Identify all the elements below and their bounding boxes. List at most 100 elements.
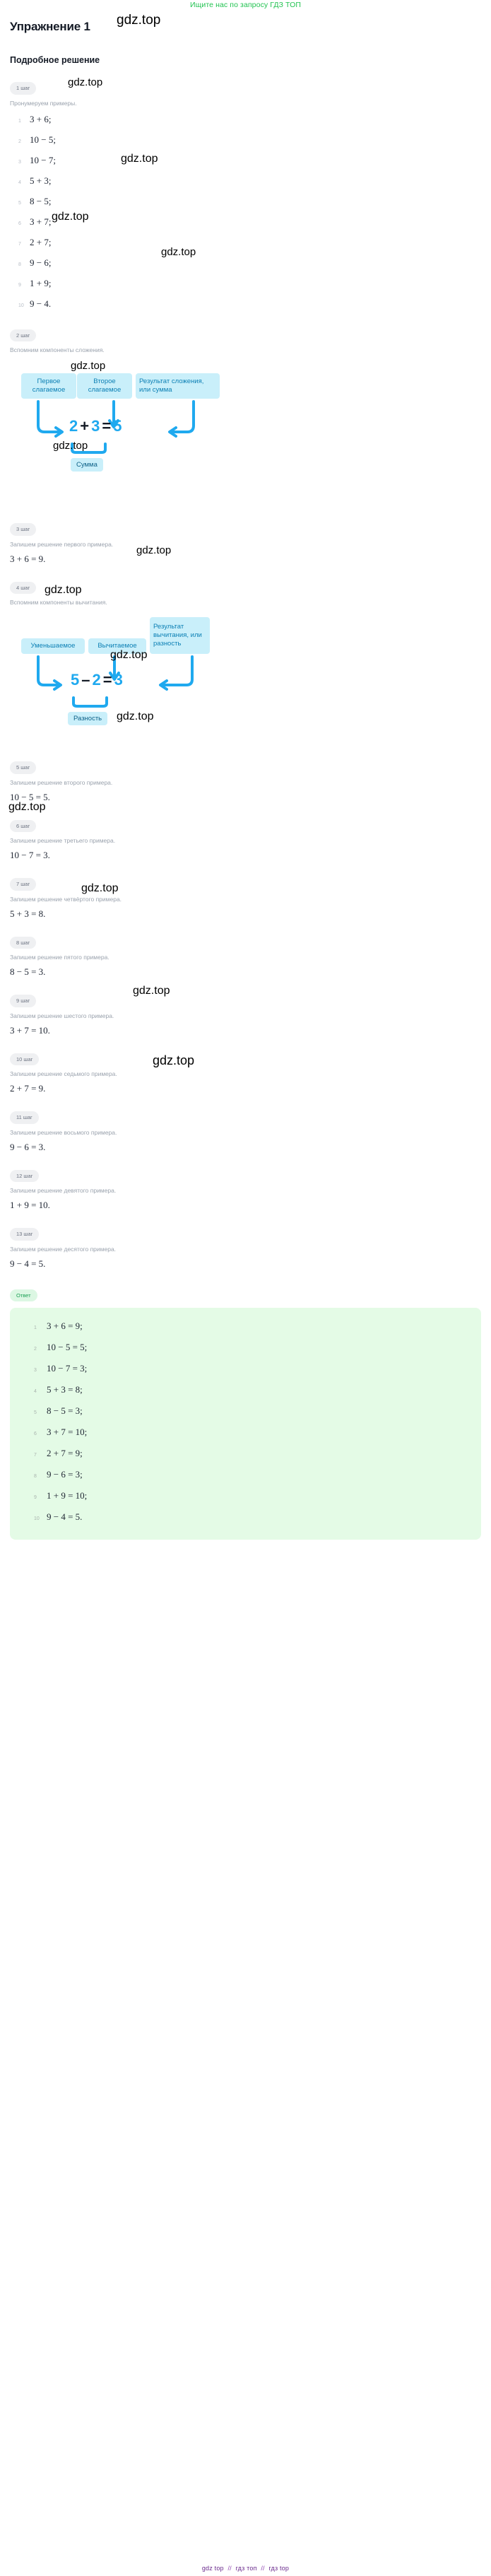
step-chip-12: 12 шаг [10, 1169, 40, 1182]
step-text-11: Запишем решение восьмого примера. [10, 1128, 117, 1136]
answer-expression: 9 − 4 = 5. [47, 1511, 83, 1522]
step-text-7: Запишем решение четвёртого примера. [10, 895, 122, 903]
example-expression: 8 − 5; [30, 195, 52, 206]
example-expression: 9 − 4. [30, 298, 52, 309]
subtraction-components-diagram: Уменьшаемое Вычитаемое Результат вычитан… [10, 617, 481, 744]
addition-eq-equals: = [102, 417, 114, 435]
step-chip-2: 2 шаг [10, 329, 37, 341]
step-text-12: Запишем решение девятого примера. [10, 1187, 117, 1194]
subtraction-eq-operator: – [81, 671, 93, 689]
example-item: 10 9 − 4. [10, 298, 481, 310]
arrowhead-subtrahend [109, 672, 120, 681]
answer-item: 10 9 − 4 = 5. [10, 1511, 481, 1523]
answer-index: 3 [34, 1368, 37, 1373]
subtraction-box-difference-result: Результат вычитания, или разность [150, 617, 210, 654]
example-expression: 9 − 6; [30, 257, 52, 268]
example-index: 2 [18, 139, 21, 144]
example-index: 10 [18, 303, 24, 308]
example-expression: 3 + 6; [30, 113, 52, 124]
answer-item: 5 8 − 5 = 3; [10, 1405, 481, 1417]
answer-badge: Ответ [10, 1289, 37, 1301]
footer-link-2[interactable]: гдз топ [235, 2565, 257, 2572]
subtraction-eq-equals: = [102, 671, 114, 689]
step-chip-5: 5 шаг [10, 761, 37, 774]
answer-item: 9 1 + 9 = 10; [10, 1490, 481, 1501]
step-block-3: 3 шаг Запишем решение первого примера. 3… [10, 522, 481, 565]
step-chip-9: 9 шаг [10, 995, 37, 1007]
example-index: 5 [18, 200, 21, 206]
example-index: 1 [18, 118, 21, 124]
subtraction-eq-result: 3 [114, 671, 125, 689]
addition-equation: 2+3=5 [69, 417, 124, 435]
addition-box-second-addend: Второе слагаемое [77, 373, 132, 399]
footer-link-1[interactable]: gdz top [201, 2565, 224, 2572]
step-block-4: 4 шаг Вспомним компоненты вычитания. Уме… [10, 580, 481, 745]
answer-expression: 8 − 5 = 3; [47, 1405, 83, 1416]
answer-index: 9 [34, 1495, 37, 1500]
step-text-4: Вспомним компоненты вычитания. [10, 599, 107, 606]
addition-diagram-arrows [37, 400, 195, 454]
step-chip-1: 1 шаг [10, 82, 37, 95]
example-item: 8 9 − 6; [10, 257, 481, 269]
step-chip-10: 10 шаг [10, 1053, 40, 1065]
step-math-13: 9 − 4 = 5. [10, 1258, 46, 1269]
step-block-2: 2 шаг Вспомним компоненты сложения. Перв… [10, 328, 481, 486]
step-text-9: Запишем решение шестого примера. [10, 1012, 114, 1019]
footer-separator-1: // [227, 2565, 232, 2572]
answer-expression: 10 − 5 = 5; [47, 1342, 88, 1352]
answer-index: 5 [34, 1410, 37, 1415]
sum-underbrace [71, 443, 107, 454]
addition-components-diagram: Первое слагаемое Второе слагаемое Резуль… [10, 365, 481, 485]
addition-sum-label: Сумма [71, 458, 103, 472]
example-item: 1 3 + 6; [10, 114, 481, 125]
example-expression: 10 − 5; [30, 134, 56, 145]
addition-eq-right: 3 [91, 417, 102, 435]
step-chip-6: 6 шаг [10, 819, 37, 832]
addition-eq-left: 2 [69, 417, 81, 435]
example-index: 8 [18, 262, 21, 267]
subtraction-equation: 5–2=3 [71, 671, 125, 689]
answer-index: 8 [34, 1474, 37, 1479]
step-chip-11: 11 шаг [10, 1111, 39, 1124]
step-chip-3: 3 шаг [10, 523, 37, 536]
answer-expression: 5 + 3 = 8; [47, 1384, 83, 1395]
footer-link-3[interactable]: гдз top [268, 2565, 290, 2572]
answer-expression: 10 − 7 = 3; [47, 1363, 88, 1374]
answer-expression: 1 + 9 = 10; [47, 1490, 88, 1501]
arrow-sum-result [170, 400, 195, 433]
example-index: 9 [18, 282, 21, 288]
answer-index: 10 [34, 1516, 40, 1521]
step-chip-13: 13 шаг [10, 1228, 40, 1241]
promo-banner: Ищите нас по запросу ГДЗ ТОП [0, 0, 491, 10]
answer-index: 1 [34, 1325, 37, 1330]
example-expression: 1 + 9; [30, 277, 52, 288]
addition-box-first-addend: Первое слагаемое [21, 373, 76, 399]
addition-eq-operator: + [80, 417, 92, 435]
subtraction-box-minuend: Уменьшаемое [21, 638, 85, 654]
answer-expression: 2 + 7 = 9; [47, 1448, 83, 1458]
page-title: Упражнение 1 [10, 20, 90, 33]
difference-underbrace [72, 696, 108, 708]
arrowhead-minuend [53, 679, 62, 691]
example-expression: 3 + 7; [30, 216, 52, 227]
step-text-6: Запишем решение третьего примера. [10, 837, 116, 844]
example-index: 4 [18, 180, 21, 185]
example-item: 2 10 − 5; [10, 134, 481, 146]
step-math-11: 9 − 6 = 3. [10, 1141, 46, 1152]
step-chip-7: 7 шаг [10, 878, 37, 891]
addition-eq-result: 5 [113, 417, 124, 435]
example-index: 3 [18, 159, 21, 165]
step-math-7: 5 + 3 = 8. [10, 908, 46, 919]
